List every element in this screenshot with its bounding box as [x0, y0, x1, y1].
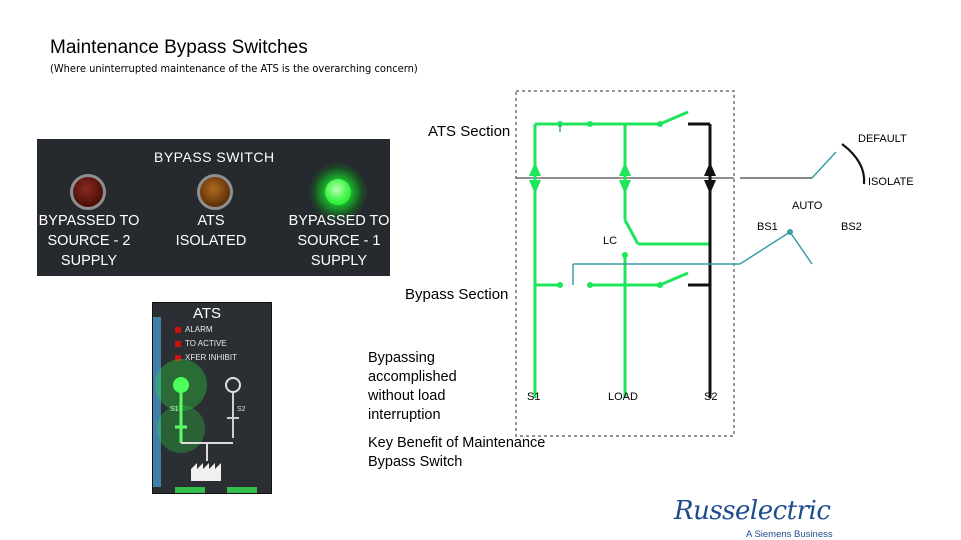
ats-s1-label: S1	[170, 406, 179, 413]
lamp-label-source-2: BYPASSED TO SOURCE - 2 SUPPLY	[38, 213, 140, 269]
s1-label: S1	[527, 391, 541, 403]
bypass-section-label: Bypass Section	[405, 286, 509, 303]
s2-black-path	[688, 122, 712, 398]
lamp-source-2	[70, 174, 106, 210]
lamp-source-1	[325, 179, 351, 205]
lamp-label-ats-isolated: ATS ISOLATED	[175, 213, 247, 249]
bs1-label: BS1	[757, 221, 778, 233]
panel-edge-strip	[153, 317, 161, 487]
ats-s2-label: S2	[237, 406, 246, 413]
logo-wordmark: Russelectric	[674, 496, 831, 526]
key-benefit-text: Key Benefit of Maintenance Bypass Switch	[368, 435, 546, 470]
ats-mimic-diagram	[155, 359, 257, 493]
selector-handle	[811, 151, 837, 179]
page-title: Maintenance Bypass Switches	[50, 37, 308, 58]
bypass-panel-title: BYPASS SWITCH	[154, 149, 275, 165]
benefit-text: Bypassing accomplished without load inte…	[368, 350, 457, 423]
lamp-label-source-1: BYPASSED TO SOURCE - 1 SUPPLY	[288, 213, 390, 269]
green-contact-dots	[557, 121, 663, 288]
russelectric-logo: Russelectric A Siemens Business	[674, 496, 833, 540]
bypass-switch-panel: BYPASS SWITCH BYPASSED TO SOURCE - 2 SUP…	[37, 139, 390, 276]
page-subtitle: (Where uninterrupted maintenance of the …	[50, 62, 418, 75]
black-arrows	[704, 162, 716, 194]
teal-control-links	[559, 124, 813, 285]
logo-tagline: A Siemens Business	[746, 529, 833, 540]
ats-section-label: ATS Section	[428, 123, 511, 140]
isolate-label: ISOLATE	[868, 176, 914, 188]
selector-arc	[841, 143, 866, 185]
ats-panel-title: ATS	[193, 305, 222, 322]
default-label: DEFAULT	[858, 133, 907, 145]
bs1-pivot	[787, 229, 793, 235]
bs2-label: BS2	[841, 221, 862, 233]
s2-label: S2	[704, 391, 718, 403]
auto-label: AUTO	[792, 200, 823, 212]
led-alarm: ALARM	[175, 325, 213, 334]
ats-green-path	[533, 110, 710, 398]
led-xfer-inhibit: XFER INHIBIT	[175, 353, 237, 362]
lamp-ats-isolated	[197, 174, 233, 210]
ats-controller-panel: ATS ALARM TO ACTIVE XFER INHIBIT S1 S2	[152, 302, 272, 494]
green-arrows	[529, 162, 631, 194]
load-label: LOAD	[608, 391, 638, 403]
lc-label: LC	[603, 235, 618, 247]
led-to-active: TO ACTIVE	[175, 339, 227, 348]
